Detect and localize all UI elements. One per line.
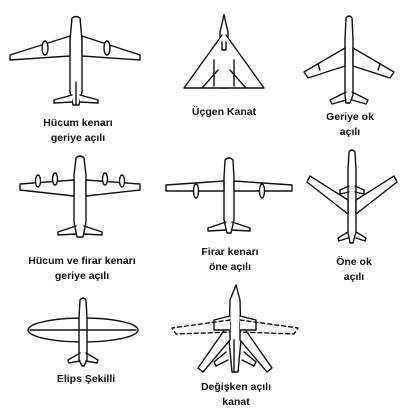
swept-both-edges-aircraft — [19, 155, 141, 238]
swept-back-aircraft — [303, 15, 395, 105]
caption-trailing-edge-forward: Firar kenarı öne açılı — [201, 246, 259, 273]
swept-leading-edge-aircraft — [9, 15, 141, 106]
forward-swept-aircraft — [306, 149, 398, 244]
variable-sweep-aircraft — [171, 284, 299, 373]
elliptical-wing-aircraft — [27, 297, 139, 367]
caption-forward-swept: Öne ok açılı — [336, 256, 372, 283]
caption-swept-leading-edge: Hücum kenarı geriye açılı — [43, 117, 113, 144]
caption-elliptical: Elips Şekilli — [56, 373, 116, 385]
caption-swept-back: Geriye ok açılı — [326, 111, 374, 138]
caption-swept-both-edges: Hücum ve firar kenarı geriye açılı — [28, 255, 136, 282]
caption-variable-sweep: Değişken açılı kanat — [200, 381, 272, 408]
caption-delta-wing: Üçgen Kanat — [191, 106, 257, 118]
delta-wing-aircraft — [183, 14, 265, 89]
trailing-edge-forward-aircraft — [165, 157, 293, 234]
